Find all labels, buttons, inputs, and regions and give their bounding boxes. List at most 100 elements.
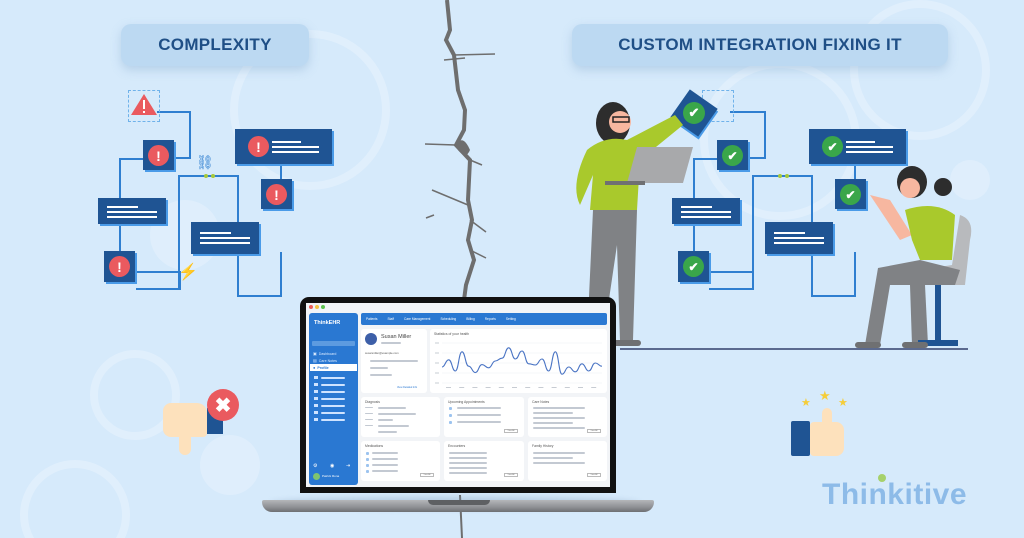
wire [693,222,695,252]
error-icon: ! [148,145,169,166]
thumb-shape [822,408,832,426]
success-node: ✔ [835,179,866,209]
check-icon: ✔ [683,256,704,277]
connector-dot [778,174,782,178]
wire [178,175,239,290]
patient-name: Susan Miller [381,334,412,340]
avatar[interactable] [313,473,320,480]
ehr-sidebar: ThinkEHR ▣Dashboard ▤Care Notes ●Profile… [309,313,358,485]
wire [237,175,239,223]
encounters-card: Encounters View All [444,441,524,481]
standing-woman-illustration [576,102,693,346]
check-icon: ✔ [722,145,743,166]
sidebar-item-care-notes[interactable]: ▤Care Notes [313,358,337,363]
medications-card: Medications View All [361,441,440,481]
bg-dot [200,435,260,495]
tab-patients[interactable]: Patients [366,317,378,321]
user-icon: ● [313,365,316,370]
brand-dot [878,474,886,482]
wire [752,175,813,290]
complexity-title: COMPLEXITY [121,24,309,66]
view-all-button[interactable]: View All [504,473,518,477]
wire [280,163,282,183]
bg-dot [950,160,990,200]
health-line-chart [435,342,603,388]
error-icon: ! [109,256,130,277]
family-history-card: Family History View All [528,441,607,481]
success-node-wide: ✔ [809,129,906,164]
ehr-logo: ThinkEHR [314,320,341,326]
tab-scheduling[interactable]: Scheduling [440,317,457,321]
chart-title: Statistics of your health [434,332,470,336]
ehr-top-nav: Patients Staff Care Management Schedulin… [361,313,607,325]
view-details-link[interactable]: View Detailed Info [397,386,418,389]
integration-title: CUSTOM INTEGRATION FIXING IT [572,24,948,66]
appointments-card: Upcoming Appointments View All [444,397,524,437]
window-minimize-dot[interactable] [315,305,319,309]
check-icon: ✔ [822,136,843,157]
floor-line [620,348,968,350]
sidebar-item[interactable] [321,391,345,393]
error-icon: ! [248,136,269,157]
broken-link-icon: ⛓ [196,154,214,170]
view-all-button[interactable]: View All [420,473,434,477]
error-node: ! [143,140,174,170]
view-all-button[interactable]: View All [504,429,518,433]
view-all-button[interactable]: View All [587,473,601,477]
health-chart-card: Statistics of your health [430,329,607,393]
sidebar-item[interactable] [321,419,345,421]
user-name: Patrick Rona [322,474,340,478]
logout-icon[interactable]: ⇥ [346,463,351,469]
warning-triangle-icon [131,94,157,115]
wire [693,158,719,202]
view-all-button[interactable]: View All [587,429,601,433]
info-node [191,222,259,254]
sitting-woman-illustration [855,166,972,348]
close-icon: ✖ [207,389,239,421]
sidebar-search-input[interactable] [312,341,355,346]
diagnosis-card: Diagnosis [361,397,440,437]
info-node [765,222,833,254]
window-close-dot[interactable] [309,305,313,309]
info-node [672,198,740,224]
bg-circle [20,460,130,538]
dashboard-icon: ▣ [313,351,317,356]
sidebar-item-dashboard[interactable]: ▣Dashboard [313,351,337,356]
profile-card: Susan Miller susanmiller@example.com Vie… [361,329,427,393]
tab-setting[interactable]: Setting [505,317,516,321]
wire [157,111,191,159]
sidebar-item-profile[interactable]: ●Profile [310,364,357,371]
window-maximize-dot[interactable] [321,305,325,309]
wire [119,222,121,252]
wire [811,175,813,223]
connector-dot [211,174,215,178]
sidebar-item[interactable] [321,405,345,407]
laptop: ThinkEHR ▣Dashboard ▤Care Notes ●Profile… [300,297,616,493]
crack-divider [424,0,496,538]
settings-icon[interactable]: ⚙ [313,463,318,469]
wire [119,158,144,202]
sidebar-item[interactable] [321,412,345,414]
star-icon: ★ [801,397,811,409]
info-node [98,198,166,224]
tab-staff[interactable]: Staff [387,317,395,321]
error-node-wide: ! [235,129,332,164]
sidebar-item[interactable] [321,384,345,386]
view-icon[interactable]: ◉ [330,463,335,469]
error-node: ! [261,179,292,209]
bg-circle [90,350,180,440]
cuff-shape [791,421,810,456]
star-icon: ★ [819,388,831,403]
tab-reports[interactable]: Reports [484,317,496,321]
wire [730,111,766,159]
spark-icon: ⚡ [178,264,198,281]
patient-email: susanmiller@example.com [365,351,399,355]
sidebar-item[interactable] [321,398,345,400]
tab-billing[interactable]: Billing [466,317,475,321]
thumb-shape [179,430,191,455]
sidebar-item[interactable] [321,377,345,379]
connector-dot [785,174,789,178]
tab-care-management[interactable]: Care Management [404,317,431,321]
bg-circle [850,0,990,140]
laptop-base [262,500,654,512]
